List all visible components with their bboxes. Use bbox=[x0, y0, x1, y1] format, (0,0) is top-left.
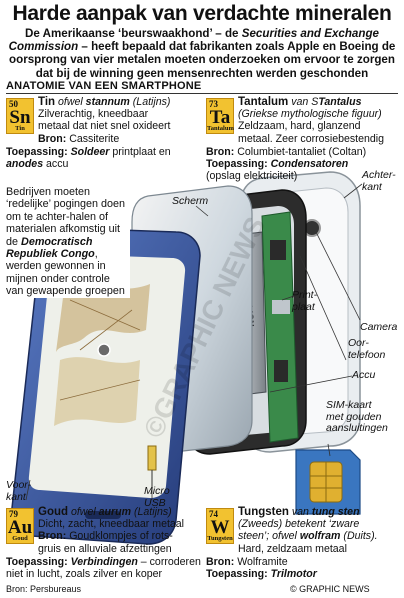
element-tile-tantalum: 73 Ta Tantalum bbox=[206, 98, 234, 134]
intro-agency: Securities and Exchange Commission bbox=[8, 27, 379, 54]
home-button bbox=[85, 511, 121, 519]
element-use-tungsten: Bron: Wolframite Toepassing: Trilmotor bbox=[206, 556, 317, 581]
element-tile-tin: 50 Sn Tin bbox=[6, 98, 34, 134]
leader-lines bbox=[25, 183, 363, 501]
section-rule bbox=[6, 93, 398, 94]
micro-usb bbox=[147, 445, 157, 488]
callout-country: Democratisch Republiek Congo bbox=[6, 235, 95, 261]
element-use-gold: Toepassing: Verbindingen – corroderen ni… bbox=[6, 556, 201, 581]
element-tile-gold: 79 Au Goud bbox=[6, 508, 34, 544]
element-info-tantalum: Tantalum van STantalus (Griekse mytholog… bbox=[238, 96, 385, 145]
label-earpiece: Oor-telefoon bbox=[348, 337, 386, 361]
intro-text: De Amerikaanse ‘beurswaakhond’ – de Secu… bbox=[6, 27, 398, 80]
sim-card bbox=[295, 449, 361, 515]
label-screen: Scherm bbox=[172, 195, 209, 207]
element-use-tin: Toepassing: Soldeer printplaat en anodes… bbox=[6, 146, 171, 171]
element-info-tin: Tin ofwel stannum (Latijns) Zilverachtig… bbox=[38, 96, 171, 145]
element-info-tungsten: Tungsten van tung sten (Zweeds) betekent… bbox=[238, 506, 378, 555]
section-title: Anatomie van een smartphone bbox=[6, 80, 202, 92]
map-pin-icon bbox=[97, 343, 111, 357]
label-circuit-board: Print-plaat bbox=[292, 289, 318, 313]
label-battery: Accu bbox=[352, 369, 376, 381]
copyright: © GRAPHIC NEWS bbox=[290, 584, 370, 594]
label-front-cover: Voor-kant bbox=[6, 479, 32, 503]
source-line: Bron: Persbureaus bbox=[6, 584, 82, 594]
page-title: Harde aanpak van verdachte mineralen bbox=[12, 2, 392, 25]
element-tile-tungsten: 74 W Tungsten bbox=[206, 508, 234, 544]
label-camera: Camera bbox=[360, 321, 398, 333]
element-info-gold: Goud ofwel aurum (Latijns) Dicht, zacht,… bbox=[38, 506, 185, 555]
intro-part-1: De Amerikaanse ‘beurswaakhond’ – de bbox=[25, 27, 242, 40]
map-illustration bbox=[56, 284, 150, 352]
intro-part-2: – heeft bepaald dat fabrikanten zoals Ap… bbox=[9, 40, 396, 80]
callout-text: Bedrijven moeten ‘redelijke’ pogingen do… bbox=[6, 186, 130, 298]
label-back-cover: Achter-kant bbox=[362, 169, 396, 193]
element-use-tantalum: Bron: Columbiet-tantaliet (Coltan) Toepa… bbox=[206, 146, 367, 183]
